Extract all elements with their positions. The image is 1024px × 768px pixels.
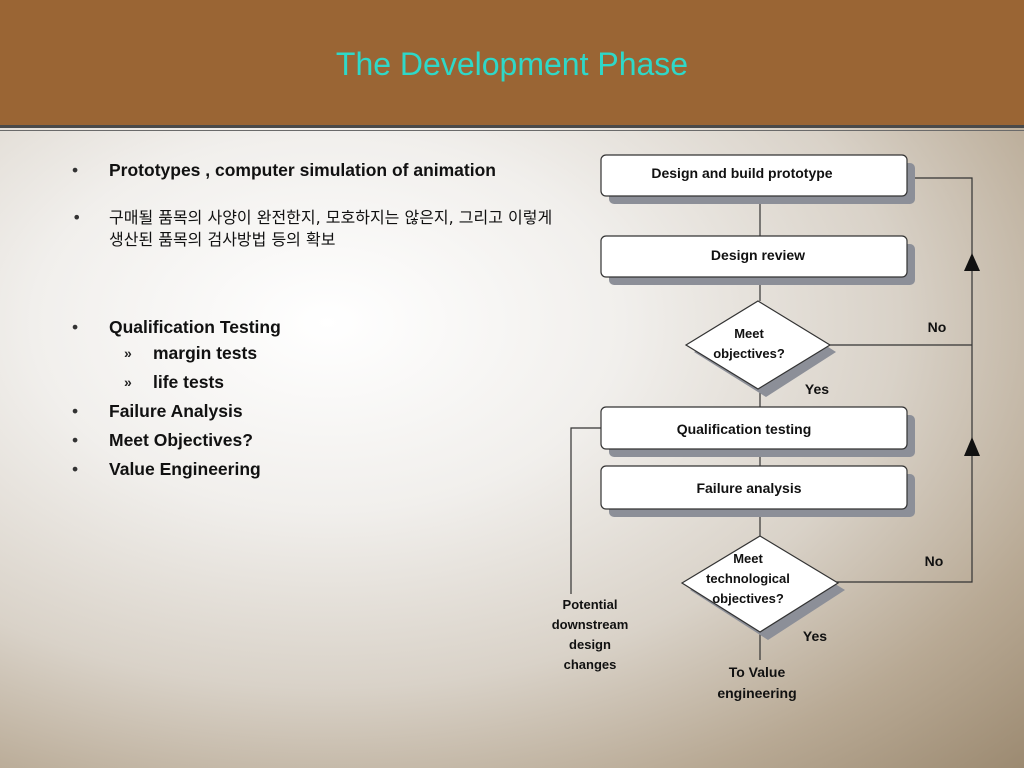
header-divider xyxy=(0,125,1024,128)
diamond-objectives-line-2: objectives? xyxy=(713,346,785,361)
bullet-list: Prototypes , computer simulation of anim… xyxy=(70,158,570,484)
bullet-meet-objectives: Meet Objectives? xyxy=(70,426,570,455)
label-value-engineering: To Value engineering xyxy=(717,664,796,701)
bullet-korean-note: 구매될 품목의 사양이 완전한지, 모호하지는 않은지, 그리고 이렇게 생산된… xyxy=(70,207,570,251)
subbullet-life-tests: life tests xyxy=(70,368,570,397)
label-no-2: No xyxy=(925,553,944,569)
label-yes-2: Yes xyxy=(803,628,827,644)
label-potential-line-3: design xyxy=(569,637,611,652)
arrow-up-icon xyxy=(964,437,980,456)
label-value-line-1: To Value xyxy=(729,664,786,680)
box-qualification-label: Qualification testing xyxy=(677,421,812,437)
diamond-tech-line-3: objectives? xyxy=(712,591,784,606)
bullet-qualification-testing: Qualification Testing xyxy=(70,315,570,339)
diamond-tech-line-2: technological xyxy=(706,571,790,586)
label-value-line-2: engineering xyxy=(717,685,796,701)
box-prototype-label: Design and build prototype xyxy=(651,165,832,181)
loop-right-return xyxy=(836,177,973,583)
bullet-failure-analysis: Failure Analysis xyxy=(70,397,570,426)
bullet-prototypes: Prototypes , computer simulation of anim… xyxy=(70,158,570,182)
label-no-1: No xyxy=(928,319,947,335)
label-potential-changes: Potential downstream design changes xyxy=(552,597,629,672)
line-potential-changes xyxy=(570,427,601,594)
flow-box-qualification: Qualification testing xyxy=(600,406,915,457)
subbullet-margin-tests: margin tests xyxy=(70,339,570,368)
flow-diamond-objectives: Meet objectives? xyxy=(684,300,836,397)
diamond-objectives-line-1: Meet xyxy=(734,326,764,341)
slide-title: The Development Phase xyxy=(335,46,689,82)
bullet-value-engineering: Value Engineering xyxy=(70,455,570,484)
header-divider-thin xyxy=(0,130,1024,131)
flow-box-review: Design review xyxy=(600,235,915,285)
flow-diamond-tech: Meet technological objectives? xyxy=(680,535,845,640)
label-potential-line-2: downstream xyxy=(552,617,629,632)
diamond-tech-line-1: Meet xyxy=(733,551,763,566)
title-bar xyxy=(0,0,1024,125)
flow-box-failure: Failure analysis xyxy=(600,465,915,517)
box-failure-label: Failure analysis xyxy=(696,480,801,496)
arrowheads xyxy=(964,253,980,456)
arrow-up-icon xyxy=(964,253,980,271)
box-review-label: Design review xyxy=(711,247,805,263)
label-potential-line-4: changes xyxy=(564,657,617,672)
label-yes-1: Yes xyxy=(805,381,829,397)
label-potential-line-1: Potential xyxy=(563,597,618,612)
flow-box-prototype: Design and build prototype xyxy=(600,154,915,204)
